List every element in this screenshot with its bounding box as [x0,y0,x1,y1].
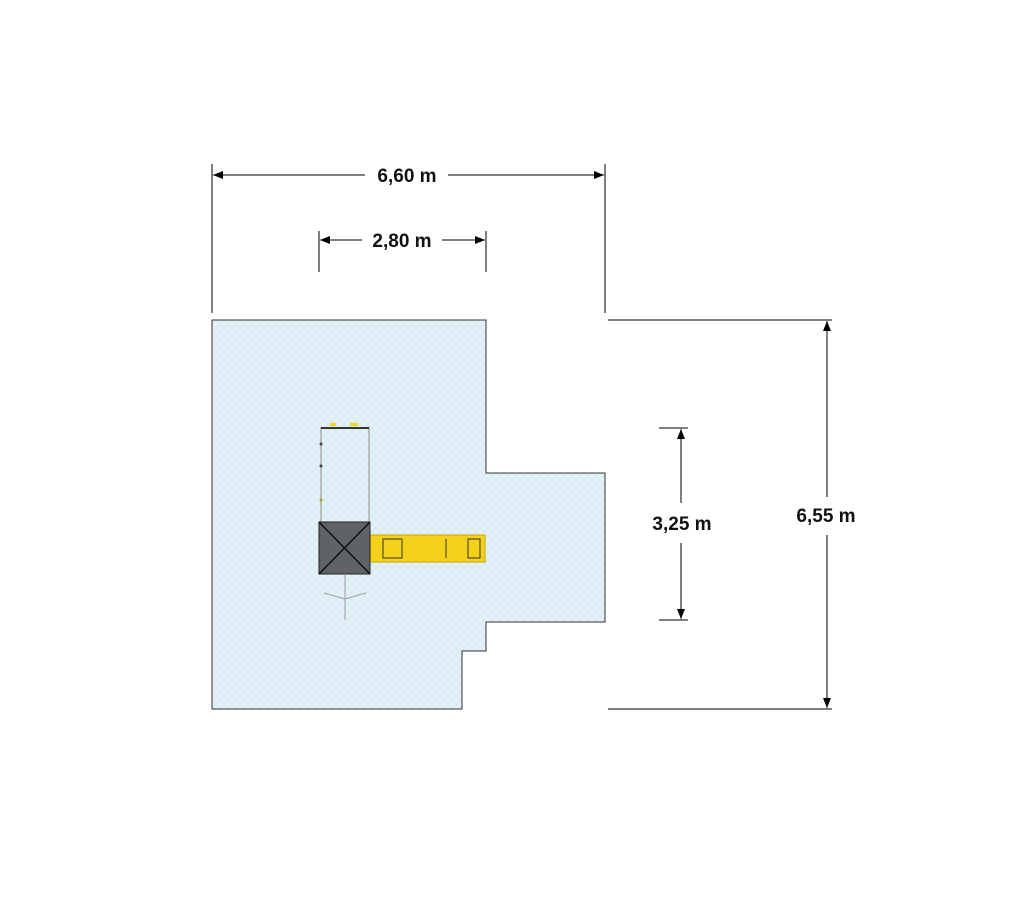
safety-zone [211,319,606,710]
playground-equipment [318,423,486,620]
dimension-total-depth [608,319,832,710]
equipment-width-label: 2,80 m [372,231,431,252]
dimension-total-width [211,164,606,313]
dimension-equipment-width [318,231,487,272]
dimension-equipment-depth [659,427,688,621]
equipment-depth-label: 3,25 m [652,514,711,535]
total-depth-label: 6,55 m [796,506,855,527]
total-width-label: 6,60 m [377,166,436,187]
